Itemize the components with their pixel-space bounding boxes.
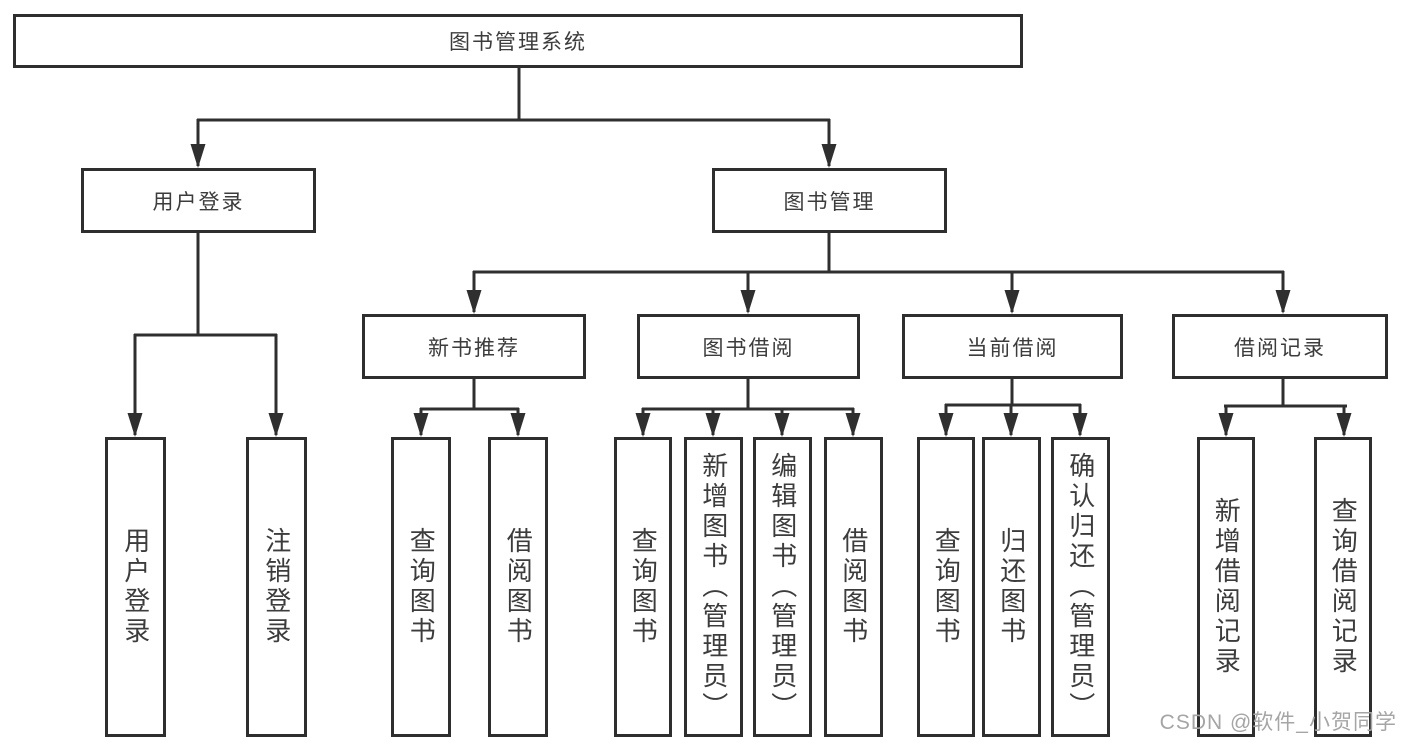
node-cb-confirm-return-admin: 确认归还（管理员） (1051, 437, 1110, 737)
connector-book-mgmt (466, 231, 1291, 314)
connector-root (190, 66, 837, 168)
node-book-mgmt: 图书管理 (712, 168, 947, 233)
node-new-book-rec: 新书推荐 (362, 314, 586, 379)
node-current-borrow: 当前借阅 (902, 314, 1123, 379)
node-br-query-record: 查询借阅记录 (1314, 437, 1372, 737)
node-root: 图书管理系统 (13, 14, 1023, 68)
node-borrow-records: 借阅记录 (1172, 314, 1388, 379)
node-bb-add-books-admin: 新增图书（管理员） (684, 437, 743, 737)
connector-book-borrow (635, 377, 861, 437)
node-bb-edit-books-admin: 编辑图书（管理员） (753, 437, 812, 737)
node-nb-query-books: 查询图书 (391, 437, 451, 737)
node-bb-borrow-books: 借阅图书 (824, 437, 883, 737)
node-cb-return-books: 归还图书 (982, 437, 1041, 737)
connector-current-borrow (938, 377, 1088, 437)
node-br-add-record: 新增借阅记录 (1197, 437, 1255, 737)
node-ul-user-login: 用户登录 (105, 437, 166, 737)
node-book-borrow: 图书借阅 (637, 314, 860, 379)
node-ul-logout: 注销登录 (246, 437, 307, 737)
csdn-watermark: CSDN @软件_小贺同学 (1159, 711, 1397, 734)
connector-user-login (127, 231, 284, 437)
node-cb-query-books: 查询图书 (917, 437, 975, 737)
connector-new-book-rec (413, 377, 526, 437)
node-bb-query-books: 查询图书 (614, 437, 672, 737)
node-user-login: 用户登录 (81, 168, 316, 233)
node-nb-borrow-books: 借阅图书 (488, 437, 548, 737)
connector-borrow-records (1218, 377, 1352, 437)
